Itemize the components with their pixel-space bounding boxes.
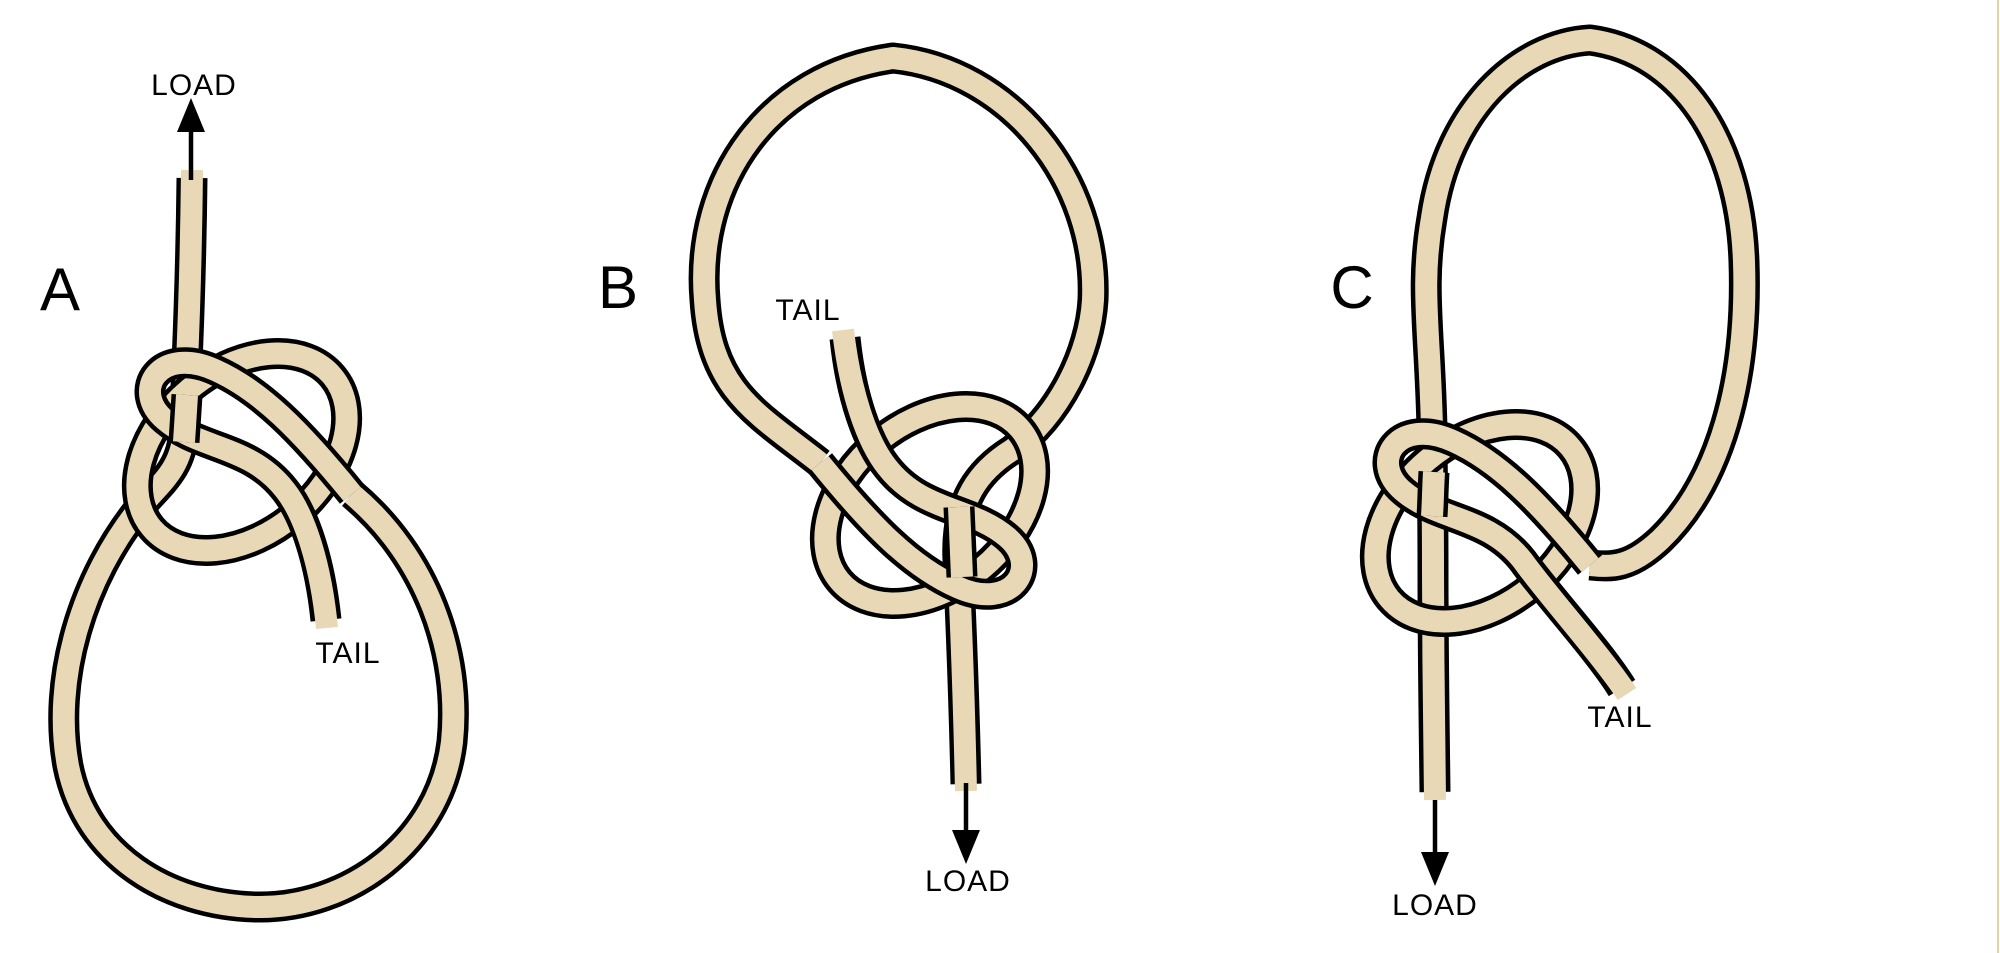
load-arrow-head xyxy=(177,98,205,132)
rope-tail-weave xyxy=(807,328,1038,610)
tail-label: TAIL xyxy=(775,294,840,327)
load-label: LOAD xyxy=(925,865,1011,898)
panel-label: B xyxy=(598,254,638,321)
panel-label: A xyxy=(40,256,80,323)
load-arrow-head xyxy=(1421,852,1449,886)
rope-standing-over-segment xyxy=(1416,471,1450,518)
load-arrow xyxy=(952,783,980,864)
panel-a: LOAD TAIL A xyxy=(40,69,469,923)
load-arrow xyxy=(1421,800,1449,886)
panel-c: LOAD TAIL C xyxy=(1330,24,1760,922)
rope-standing-over-segment xyxy=(168,394,203,443)
load-arrow xyxy=(177,98,205,180)
tail-label: TAIL xyxy=(315,637,380,670)
load-label: LOAD xyxy=(1392,889,1478,922)
rope-standing-over-segment xyxy=(943,506,978,578)
panel-label: C xyxy=(1330,254,1373,321)
tail-label: TAIL xyxy=(1587,701,1652,734)
panel-b: LOAD TAIL B xyxy=(598,42,1109,898)
load-arrow-head xyxy=(952,830,980,864)
rope-tail-weave xyxy=(1372,418,1637,701)
load-label: LOAD xyxy=(151,69,237,102)
rope-standing-and-main-loop xyxy=(1410,24,1760,801)
rope-tail-weave xyxy=(134,347,365,630)
